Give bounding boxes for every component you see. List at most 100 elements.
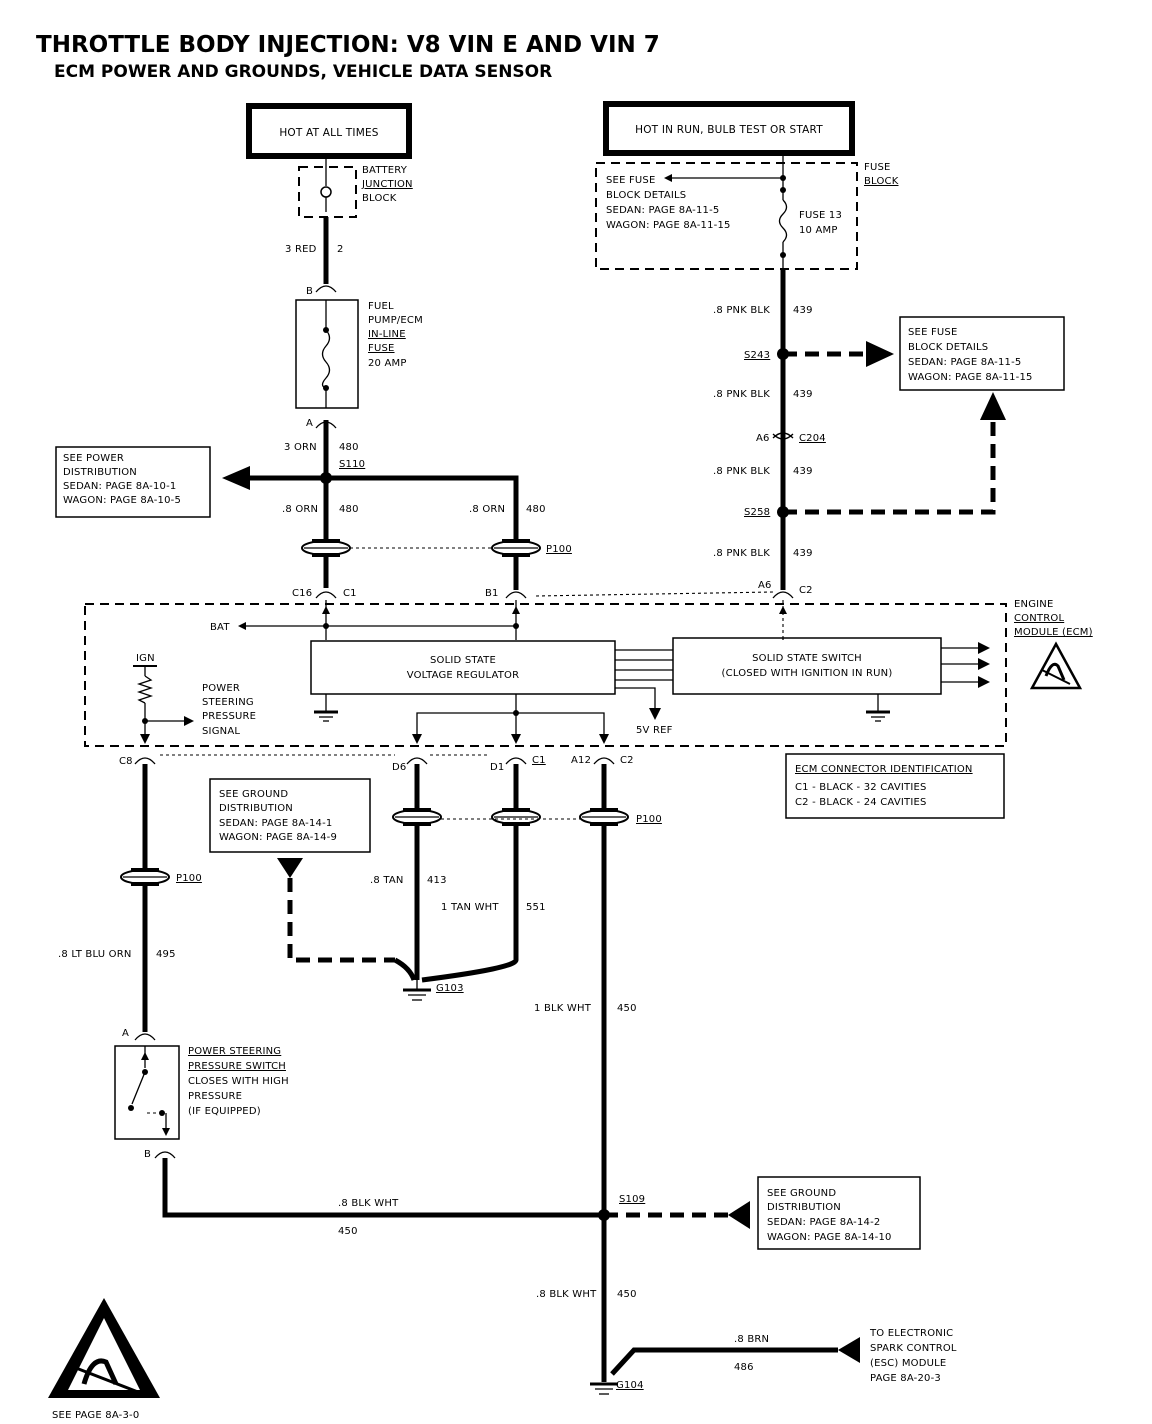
pin-c2-top: C2 — [799, 585, 813, 596]
pin-c8: C8 — [119, 756, 133, 767]
power-distribution-ref-text: SEE POWER DISTRIBUTION SEDAN: PAGE 8A-10… — [63, 453, 181, 506]
wire-8-tan-label: .8 TAN — [370, 875, 404, 886]
svg-text:PAGE 8A-20-3: PAGE 8A-20-3 — [870, 1373, 941, 1384]
diagram-title: THROTTLE BODY INJECTION: V8 VIN E AND VI… — [36, 32, 660, 58]
svg-text:PRESSURE SWITCH: PRESSURE SWITCH — [188, 1061, 286, 1072]
pin-c2-bottom: C2 — [620, 755, 634, 766]
svg-text:BATTERY: BATTERY — [362, 165, 408, 176]
wire-8-orn-b-label: .8 ORN — [469, 504, 505, 515]
ecm-module-boundary — [84, 603, 1007, 747]
wire-8-blk-wht-ps — [162, 1158, 604, 1218]
ecm-connector-id-row-c1: C1 - BLACK - 32 CAVITIES — [795, 782, 927, 793]
pin-b1: B1 — [485, 588, 499, 599]
p100-connector-lower-a12 — [579, 808, 629, 826]
svg-text:SEE GROUND: SEE GROUND — [219, 789, 288, 800]
svg-text:SEE GROUND: SEE GROUND — [767, 1188, 836, 1199]
svg-text:FUEL: FUEL — [368, 301, 394, 312]
esd-warning-icon-large — [48, 1298, 160, 1398]
power-distribution-ref-box — [55, 446, 211, 518]
wire-3-red-label: 3 RED — [285, 244, 317, 255]
wire-8-orn-b-circuit: 480 — [526, 504, 546, 515]
svg-text:SEDAN: PAGE 8A-11-5: SEDAN: PAGE 8A-11-5 — [606, 205, 719, 216]
svg-text:POWER STEERING: POWER STEERING — [188, 1046, 281, 1057]
pin-b: B — [306, 286, 313, 297]
p100-connector-upper-left — [301, 539, 351, 557]
p100-label-upper: P100 — [546, 544, 572, 555]
pin-c16: C16 — [292, 588, 312, 599]
ign-label: IGN — [136, 653, 155, 664]
svg-text:SEDAN: PAGE 8A-11-5: SEDAN: PAGE 8A-11-5 — [908, 357, 1021, 368]
svg-text:SEE POWER: SEE POWER — [63, 453, 124, 464]
wire-blk-wht-2-circuit: 450 — [338, 1226, 358, 1237]
wire-tan-wht-circuit: 551 — [526, 902, 546, 913]
hot-in-run-box — [603, 101, 855, 156]
wire-3-orn-circuit: 480 — [339, 442, 359, 453]
hot-in-run-label: HOT IN RUN, BULB TEST OR START — [635, 124, 823, 136]
svg-text:FUSE: FUSE — [368, 343, 395, 354]
p100-label-c8: P100 — [176, 873, 202, 884]
arrow-to-power-distribution — [222, 466, 250, 490]
hot-at-all-times-label: HOT AT ALL TIMES — [279, 127, 378, 139]
splice-s243: S243 — [744, 350, 770, 361]
svg-text:POWER: POWER — [202, 683, 240, 694]
svg-text:CONTROL: CONTROL — [1014, 613, 1064, 624]
ground-distribution-ref-box-2 — [757, 1176, 921, 1250]
pullup-resistor — [136, 675, 154, 704]
wire-lt-blu-orn-circuit: 495 — [156, 949, 176, 960]
splice-s109: S109 — [619, 1194, 645, 1205]
svg-text:WAGON: PAGE 8A-14-10: WAGON: PAGE 8A-14-10 — [767, 1232, 892, 1243]
svg-text:DISTRIBUTION: DISTRIBUTION — [767, 1202, 841, 1213]
ps-signal-label: POWER STEERING PRESSURE SIGNAL — [202, 683, 256, 737]
fuse-element — [321, 329, 331, 389]
voltage-regulator — [310, 640, 616, 695]
fuse-block-ref-box — [899, 316, 1065, 391]
pin-a: A — [306, 418, 313, 429]
fuse-13-element — [778, 199, 788, 243]
svg-text:10 AMP: 10 AMP — [799, 225, 838, 236]
wire-s258-to-fuse-ref — [783, 418, 996, 515]
ecm-connector-id-title: ECM CONNECTOR IDENTIFICATION — [795, 764, 973, 775]
pin-ps-a: A — [122, 1028, 129, 1039]
ground-distribution-ref-text-1: SEE GROUND DISTRIBUTION SEDAN: PAGE 8A-1… — [219, 789, 337, 843]
wire-brn-label: .8 BRN — [734, 1334, 769, 1345]
svg-text:SEDAN: PAGE 8A-14-2: SEDAN: PAGE 8A-14-2 — [767, 1217, 880, 1228]
ground-g103: G103 — [436, 983, 464, 994]
wire-pnk-blk-2-label: .8 PNK BLK — [713, 389, 770, 400]
ground-distribution-ref-text-2: SEE GROUND DISTRIBUTION SEDAN: PAGE 8A-1… — [767, 1188, 892, 1243]
wire-pnk-blk-1-label: .8 PNK BLK — [713, 305, 770, 316]
solid-state-switch — [672, 637, 942, 695]
wire-pnk-blk-4-circuit: 439 — [793, 548, 813, 559]
wire-pnk-blk-4-label: .8 PNK BLK — [713, 548, 770, 559]
p100-connector-upper-right — [491, 539, 541, 557]
wire-blk-wht-3-circuit: 450 — [617, 1289, 637, 1300]
bat-label: BAT — [210, 622, 230, 633]
svg-text:SPARK CONTROL: SPARK CONTROL — [870, 1343, 957, 1354]
wire-3-orn-label: 3 ORN — [284, 442, 317, 453]
svg-text:SEDAN: PAGE 8A-14-1: SEDAN: PAGE 8A-14-1 — [219, 818, 332, 829]
ps-switch-label: POWER STEERING PRESSURE SWITCH CLOSES WI… — [188, 1046, 289, 1117]
wire-8-tan-circuit: 413 — [427, 875, 447, 886]
svg-text:FUSE: FUSE — [864, 162, 891, 173]
svg-text:WAGON: PAGE 8A-11-15: WAGON: PAGE 8A-11-15 — [908, 372, 1033, 383]
wire-pnk-blk-2-circuit: 439 — [793, 389, 813, 400]
hot-at-all-times-box — [246, 103, 412, 159]
regulator-label-1: SOLID STATE — [430, 655, 496, 666]
svg-text:STEERING: STEERING — [202, 697, 254, 708]
pin-c1-top: C1 — [343, 588, 357, 599]
ecm-connector-id-box — [785, 753, 1005, 819]
svg-text:CLOSES WITH HIGH: CLOSES WITH HIGH — [188, 1076, 289, 1087]
wire-lt-blu-orn-label: .8 LT BLU ORN — [58, 949, 132, 960]
fuse-block-details-text: SEE FUSE BLOCK DETAILS SEDAN: PAGE 8A-11… — [606, 175, 730, 231]
wire-blk-wht-1-label: 1 BLK WHT — [534, 1003, 592, 1014]
fuel-pump-fuse-label: FUEL PUMP/ECM IN-LINE FUSE 20 AMP — [368, 301, 423, 369]
switch-label-2: (CLOSED WITH IGNITION IN RUN) — [722, 668, 893, 679]
pin-a6-c204: A6 — [756, 433, 770, 444]
svg-text:BLOCK DETAILS: BLOCK DETAILS — [606, 190, 686, 201]
ground-g104: G104 — [616, 1380, 644, 1391]
wire-brn-circuit: 486 — [734, 1362, 754, 1373]
svg-text:PRESSURE: PRESSURE — [202, 711, 256, 722]
svg-text:BLOCK: BLOCK — [864, 176, 899, 187]
svg-text:SEDAN: PAGE 8A-10-1: SEDAN: PAGE 8A-10-1 — [63, 481, 176, 492]
p100-label-lower: P100 — [636, 814, 662, 825]
fuse-block-label: FUSE BLOCK — [864, 162, 899, 187]
